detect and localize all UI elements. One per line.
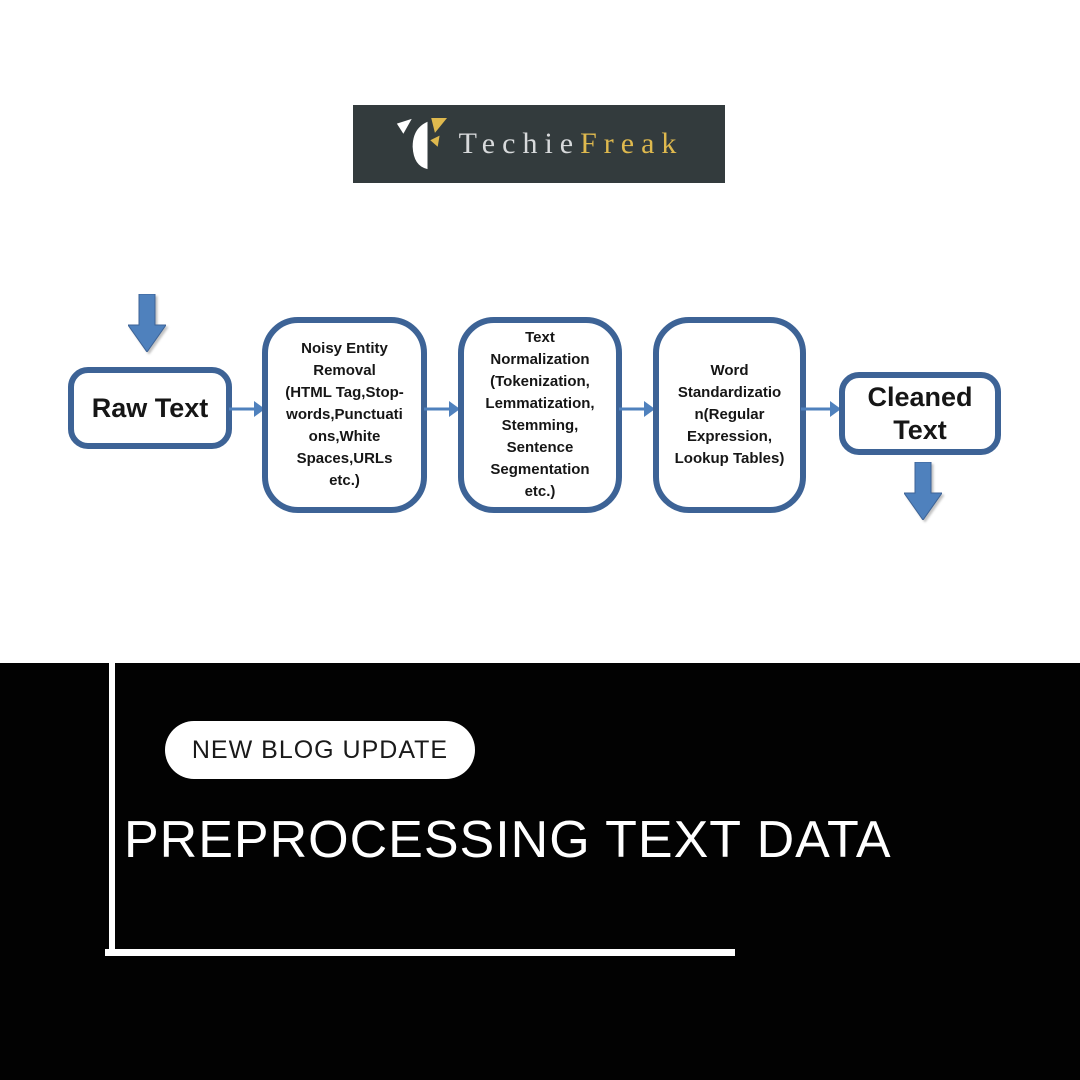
flow-node-cleaned-text: Cleaned Text [839, 372, 1001, 455]
down-arrow-icon [128, 294, 166, 352]
right-arrow-icon [229, 401, 265, 417]
brand-name-freak: Freak [580, 127, 684, 160]
flow-node-label: Cleaned Text [867, 381, 973, 445]
flow-node-label: Text Normalization (Tokenization, Lemmat… [485, 329, 595, 500]
right-arrow-icon [801, 401, 841, 417]
flow-node-text-normalization: Text Normalization (Tokenization, Lemmat… [458, 317, 622, 513]
footer-band: NEW BLOG UPDATE PREPROCESSING TEXT DATA [0, 663, 1080, 1080]
right-arrow-icon [424, 401, 460, 417]
flow-node-raw-text: Raw Text [68, 367, 232, 449]
flow-node-label: Noisy Entity Removal (HTML Tag,Stop- wor… [285, 340, 404, 489]
flow-node-word-standardization: Word Standardizatio n(Regular Expression… [653, 317, 806, 513]
flow-node-label: Word Standardizatio n(Regular Expression… [674, 362, 785, 467]
logo-wordmark: TechieFreak [459, 127, 684, 161]
flow-node-label: Raw Text [91, 392, 209, 423]
new-blog-update-badge: NEW BLOG UPDATE [165, 721, 475, 779]
frame-vertical-line [109, 663, 115, 955]
flow-node-noisy-entity-removal: Noisy Entity Removal (HTML Tag,Stop- wor… [262, 317, 427, 513]
down-arrow-icon [904, 462, 942, 520]
brand-name-techie: Techie [458, 127, 581, 160]
page-title: PREPROCESSING TEXT DATA [124, 811, 892, 869]
logo-banner: TechieFreak [353, 105, 725, 183]
techiefreak-logo-icon [396, 118, 447, 170]
right-arrow-icon [619, 401, 655, 417]
frame-horizontal-line [105, 949, 735, 956]
